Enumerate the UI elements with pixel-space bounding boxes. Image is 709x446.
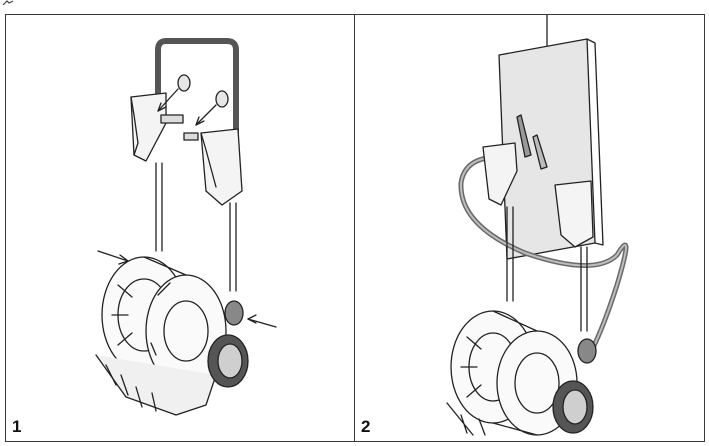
hose-reel-handle-assembly-icon	[95, 38, 277, 416]
corner-mark	[2, 0, 14, 6]
panel-1: 1	[6, 15, 354, 441]
panel-2: 2	[355, 15, 704, 441]
panel-number: 2	[361, 417, 371, 436]
figure-frame	[5, 14, 705, 442]
panel-divider	[354, 14, 355, 442]
panel-number: 1	[12, 417, 22, 436]
hose-reel-cover-press-icon	[446, 15, 629, 436]
